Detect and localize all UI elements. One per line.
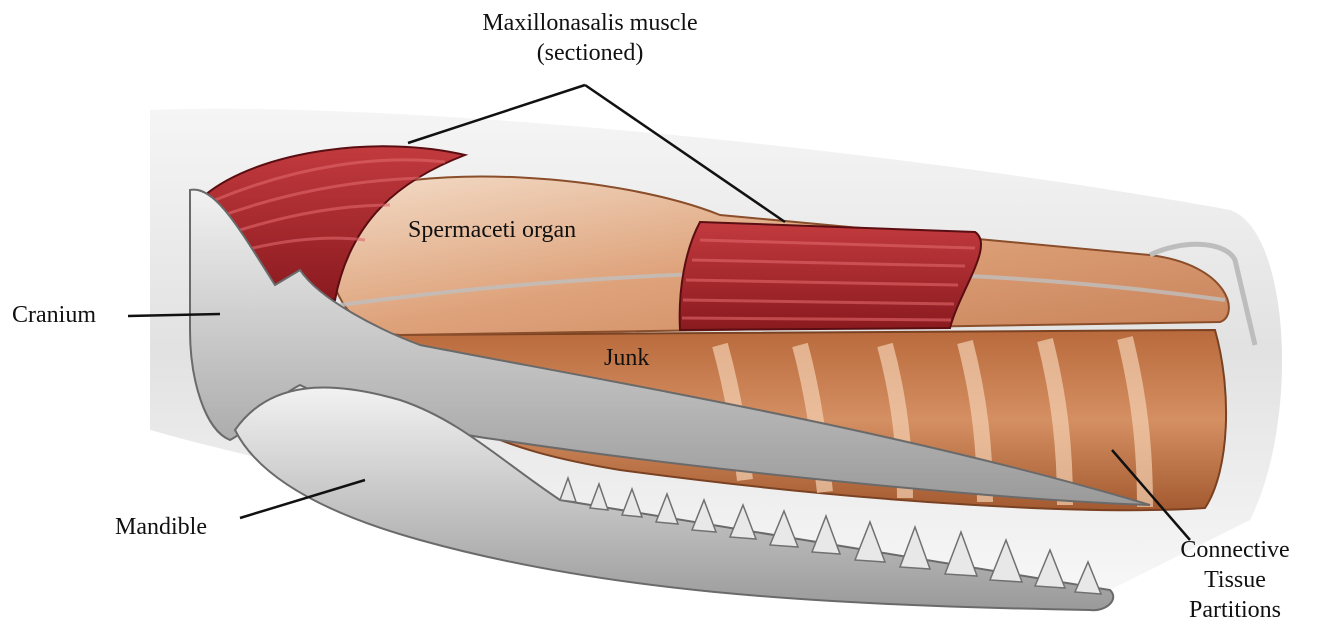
connective-tissue-label: Connective Tissue Partitions xyxy=(1160,535,1310,625)
cranium-label: Cranium xyxy=(12,300,96,330)
mandible-label: Mandible xyxy=(115,512,207,542)
spermaceti-organ-label: Spermaceti organ xyxy=(408,215,576,245)
maxillonasalis-label: Maxillonasalis muscle (sectioned) xyxy=(440,8,740,68)
maxillonasalis-muscle-right xyxy=(680,222,981,330)
connective-tissue-label-line3: Partitions xyxy=(1160,595,1310,625)
maxillonasalis-label-line1: Maxillonasalis muscle xyxy=(440,8,740,38)
connective-tissue-label-line1: Connective xyxy=(1160,535,1310,565)
connective-tissue-label-line2: Tissue xyxy=(1160,565,1310,595)
junk-label: Junk xyxy=(604,343,649,373)
maxillonasalis-label-line2: (sectioned) xyxy=(440,38,740,68)
